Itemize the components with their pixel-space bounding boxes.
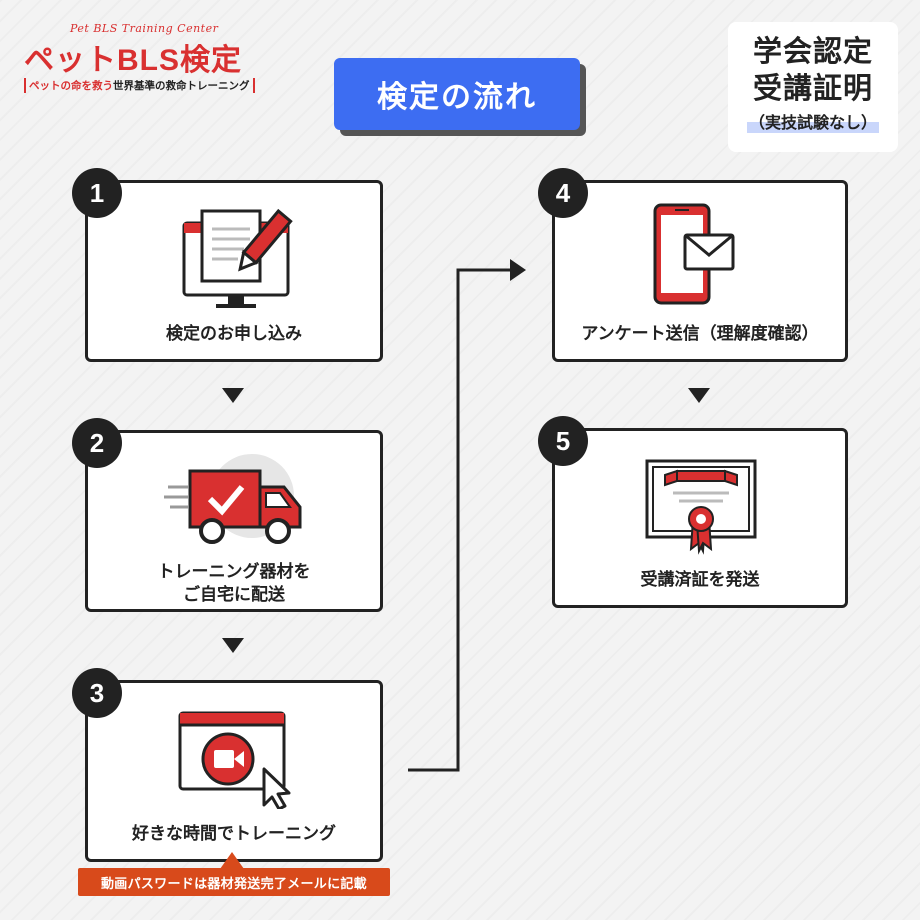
step-4-box: アンケート送信（理解度確認） xyxy=(552,180,848,362)
step-2-label: トレーニング器材を ご自宅に配送 xyxy=(88,561,380,607)
step-4-number: 4 xyxy=(538,168,588,218)
logo-subtitle-black: 世界基準の救命トレーニング xyxy=(113,80,250,92)
logo-subtitle: ペットの命を救う世界基準の救命トレーニング xyxy=(24,78,255,93)
page-title: 検定の流れ xyxy=(334,58,580,130)
arrow-down-2 xyxy=(222,638,244,653)
video-play-icon xyxy=(178,711,291,809)
application-form-icon xyxy=(182,208,293,308)
logo-subtitle-red: ペットの命を救う xyxy=(29,80,113,92)
connector-arrow xyxy=(408,259,526,772)
arrow-down-1 xyxy=(222,388,244,403)
delivery-truck-icon xyxy=(164,454,302,544)
step-3-number: 3 xyxy=(72,668,122,718)
step-2-number: 2 xyxy=(72,418,122,468)
step-1-label: 検定のお申し込み xyxy=(166,324,302,344)
password-note: 動画パスワードは器材発送完了メールに記載 xyxy=(78,868,390,896)
step-5-box: 受講済証を発送 xyxy=(552,428,848,608)
arrow-down-3 xyxy=(688,388,710,403)
step-1-number: 1 xyxy=(72,168,122,218)
logo-name: ペットBLS検定 xyxy=(24,44,242,77)
step-2-label-line2: ご自宅に配送 xyxy=(183,585,285,605)
step-1-box: 検定のお申し込み xyxy=(85,180,383,362)
step-3-label: 好きな時間でトレーニング xyxy=(132,824,336,844)
badge-line2: 受講証明 xyxy=(752,71,873,105)
certificate-icon xyxy=(645,459,757,555)
step-2-label-line1: トレーニング器材を xyxy=(157,562,311,582)
step-5-label: 受講済証を発送 xyxy=(640,570,760,590)
step-4-label: アンケート送信（理解度確認） xyxy=(581,324,819,344)
step-2-box: トレーニング器材を ご自宅に配送 xyxy=(85,430,383,612)
logo-tagline: Pet BLS Training Center xyxy=(70,22,219,35)
step-3-box: 好きな時間でトレーニング xyxy=(85,680,383,862)
step-5-number: 5 xyxy=(538,416,588,466)
certification-badge: 学会認定 受講証明 （実技試験なし） xyxy=(728,22,898,152)
badge-line1: 学会認定 xyxy=(752,34,873,68)
note-pointer xyxy=(220,852,244,869)
badge-line3: （実技試験なし） xyxy=(746,109,879,133)
smartphone-mail-icon xyxy=(653,203,735,305)
